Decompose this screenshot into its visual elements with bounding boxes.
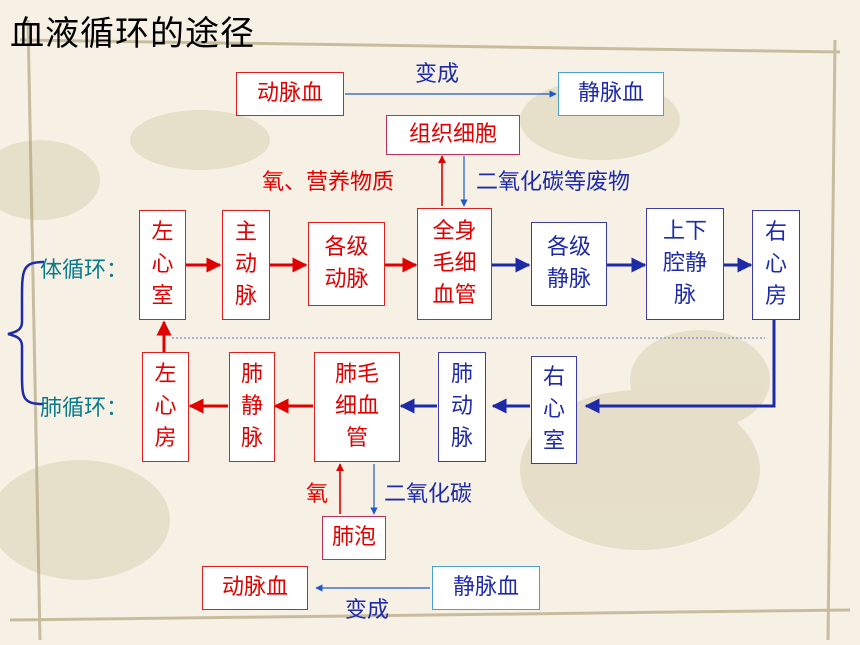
alveoli-in-label: 氧	[306, 482, 329, 507]
tissue-in-label: 氧、营养物质	[262, 170, 395, 195]
pulmonary-node-left-atrium: 左 心 房	[142, 352, 189, 462]
page-title: 血液循环的途径	[10, 14, 255, 54]
pulmonary-node-right-ventricle: 右 心 室	[531, 356, 577, 464]
alveoli-out-label: 二氧化碳	[384, 482, 473, 507]
bottom-legend-label: 变成	[345, 598, 390, 623]
alveoli-box: 肺泡	[322, 516, 386, 560]
top-legend-label: 变成	[415, 62, 460, 87]
top-legend-to: 静脉血	[558, 72, 664, 116]
pulmonary-node-pulmonary-artery: 肺 动 脉	[438, 352, 486, 462]
circulation-brace	[7, 260, 45, 406]
bottom-legend-to: 动脉血	[202, 566, 308, 610]
systemic-node-veins: 各级 静脉	[531, 222, 607, 306]
tissue-cell: 组织细胞	[386, 115, 520, 155]
systemic-label: 体循环：	[40, 258, 129, 283]
return-arrow	[584, 320, 776, 414]
pulmonary-label: 肺循环：	[40, 396, 129, 421]
pulmonary-node-capillaries: 肺毛 细血 管	[314, 352, 400, 462]
systemic-node-capillaries: 全身 毛细 血管	[417, 208, 492, 320]
pulmonary-node-pulmonary-vein: 肺 静 脉	[229, 352, 275, 462]
systemic-node-arteries: 各级 动脉	[308, 222, 385, 306]
systemic-node-aorta: 主 动 脉	[222, 210, 270, 320]
systemic-node-right-atrium: 右 心 房	[752, 210, 800, 320]
systemic-node-vena-cava: 上下 腔静 脉	[646, 208, 724, 320]
tissue-out-label: 二氧化碳等废物	[476, 170, 631, 195]
bottom-legend-from: 静脉血	[432, 566, 540, 610]
systemic-node-left-ventricle: 左 心 室	[139, 210, 186, 320]
top-legend-from: 动脉血	[236, 72, 344, 116]
